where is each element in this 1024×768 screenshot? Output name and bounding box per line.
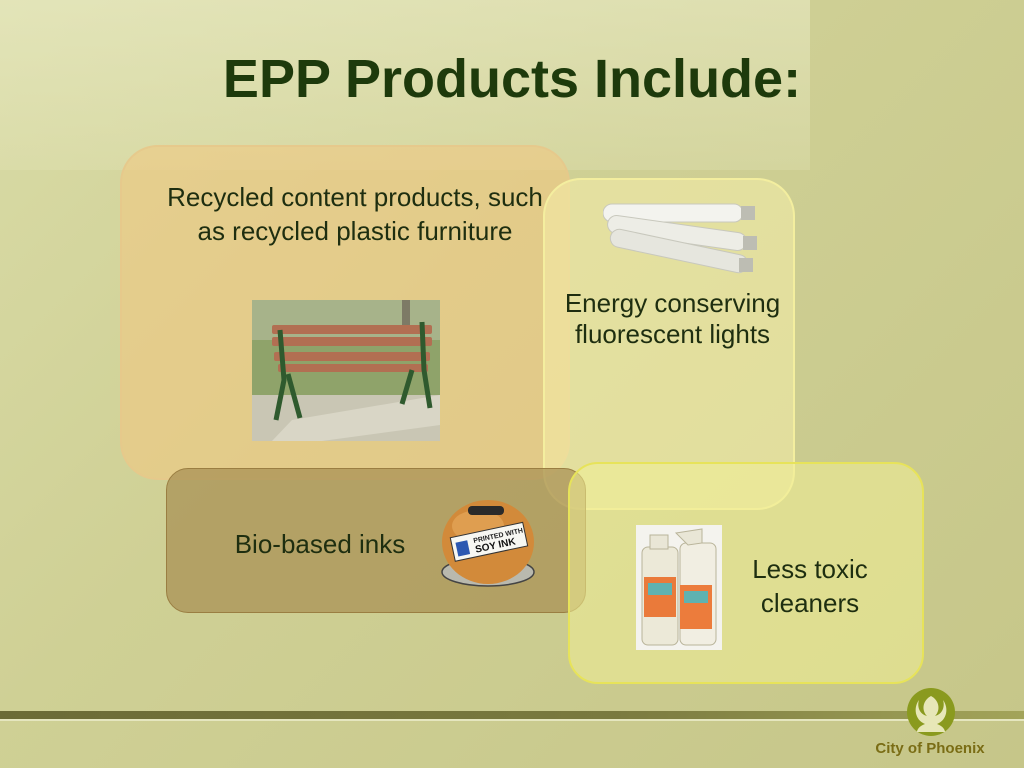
bio-inks-text: Bio-based inks (234, 529, 406, 559)
cleaners-box (568, 462, 924, 684)
cleaner-bottles-image (636, 525, 722, 650)
slide-title: EPP Products Include: (222, 49, 802, 109)
recycled-products-text: Recycled content products, such as recyc… (167, 182, 543, 246)
city-of-phoenix-brand: City of Phoenix (875, 740, 985, 757)
cleaners-text: Less toxic cleaners (752, 554, 868, 618)
footer-bar (0, 711, 1024, 719)
fluorescent-tubes-image (603, 203, 757, 274)
phoenix-logo-icon (907, 688, 955, 736)
background-panel (0, 0, 810, 170)
soy-ink-logo-image: PRINTED WITH SOY INK (441, 500, 535, 587)
footer-bar-highlight (0, 719, 1024, 721)
park-bench-image (252, 300, 440, 441)
energy-lights-text: Energy conserving fluorescent lights (564, 288, 781, 349)
